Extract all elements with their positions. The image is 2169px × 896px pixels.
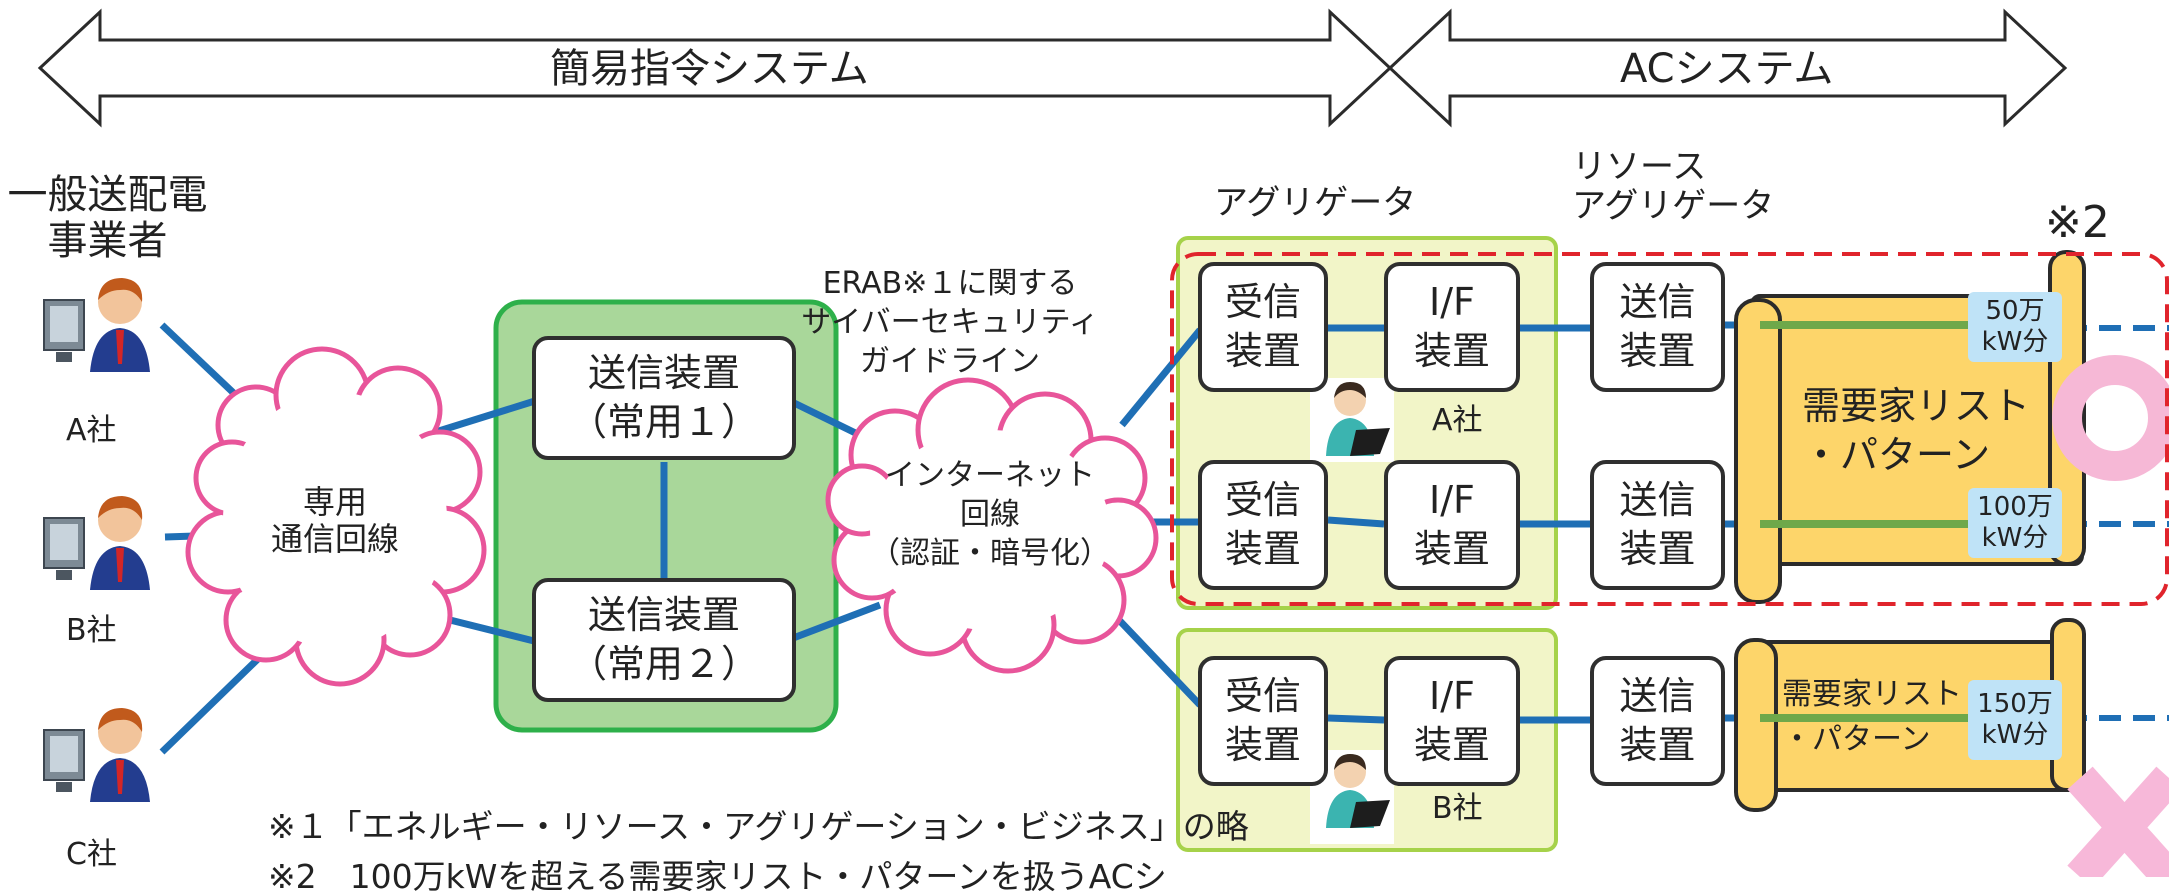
sender-box-1: 送信装置（常用１） (532, 336, 796, 460)
aggregator-label: アグリゲータ (1214, 183, 1417, 223)
guideline-label: ERAB※１に関するサイバーセキュリティガイドライン (801, 266, 1099, 379)
person-icon-b (43, 496, 150, 590)
company-a-label: A社 (66, 413, 117, 448)
aggregator-b-company: B社 (1432, 791, 1483, 826)
footnote-1: ※１「エネルギー・リソース・アグリゲーション・ビジネス」の略 (268, 807, 1249, 846)
circle-mark (2052, 355, 2169, 481)
note-mark-2: ※2 (2045, 197, 2110, 248)
company-c-label: C社 (66, 837, 117, 872)
person-icon-a (43, 278, 150, 372)
receiver-box-a1: 受信装置 (1198, 262, 1328, 392)
receiver-box-a2: 受信装置 (1198, 460, 1328, 590)
send-box-b: 送信装置 (1590, 656, 1725, 786)
customer-list-label-2: 需要家リスト・パターン (1782, 677, 1962, 757)
aggregator-a-company: A社 (1432, 403, 1483, 438)
over-1gw-enclosure (1170, 252, 2169, 606)
private-line-label: 専用通信回線 (270, 483, 399, 558)
operator-icon-a (1310, 378, 1394, 462)
sender-box-2: 送信装置（常用２） (532, 578, 796, 702)
tso-title: 一般送配電事業者 (7, 172, 208, 264)
person-icon-c (43, 708, 150, 802)
cross-mark (2067, 766, 2169, 877)
send-box-a2: 送信装置 (1590, 460, 1725, 590)
resource-aggregator-label: リソースアグリゲータ (1572, 147, 1775, 227)
customer-list-label-1: 需要家リスト・パターン (1802, 384, 2031, 478)
send-box-a1: 送信装置 (1590, 262, 1725, 392)
company-b-label: B社 (66, 613, 117, 648)
right-system-arrow (1387, 8, 2068, 128)
operator-icon-b (1310, 750, 1394, 844)
receiver-box-b: 受信装置 (1198, 656, 1328, 786)
left-system-label: 簡易指令システム (550, 46, 869, 92)
right-system-label: ACシステム (1620, 46, 1834, 92)
internet-label: インターネット回線（認証・暗号化） (870, 458, 1110, 571)
